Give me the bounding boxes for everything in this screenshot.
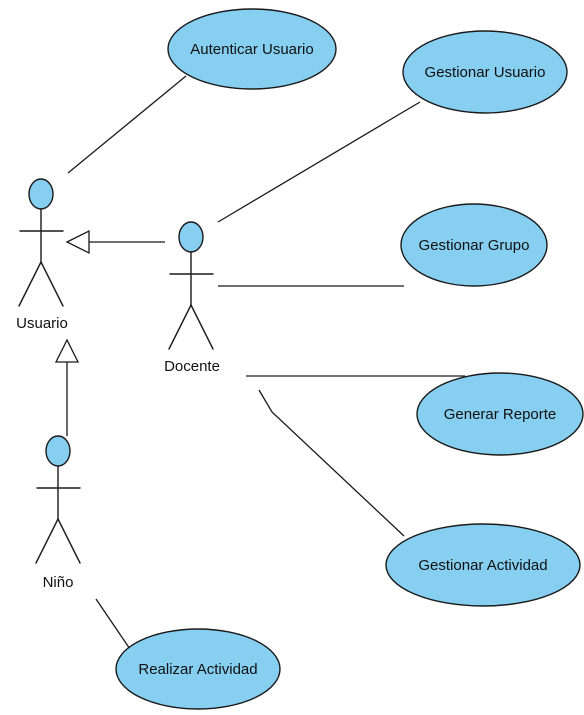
use-case-label: Gestionar Grupo bbox=[419, 237, 530, 254]
assoc-nino-realizar-actividad bbox=[95, 598, 133, 653]
use-case-label: Generar Reporte bbox=[444, 406, 557, 423]
use-case-label: Gestionar Actividad bbox=[418, 557, 547, 574]
actor-nino[interactable]: Niño bbox=[35, 435, 81, 591]
actor-head-icon bbox=[178, 221, 204, 253]
generalization-nino-usuario bbox=[54, 338, 80, 436]
use-case-label: Realizar Actividad bbox=[138, 661, 257, 678]
assoc-docente-gestionar-actividad bbox=[258, 389, 405, 537]
use-case-realizar-actividad[interactable]: Realizar Actividad bbox=[115, 628, 281, 710]
actor-docente[interactable]: Docente bbox=[164, 221, 220, 375]
actor-head-icon bbox=[45, 435, 71, 467]
use-case-gestionar-grupo[interactable]: Gestionar Grupo bbox=[400, 203, 548, 287]
actor-head-icon bbox=[28, 178, 54, 210]
actor-usuario[interactable]: Usuario bbox=[16, 178, 68, 332]
use-case-gestionar-actividad[interactable]: Gestionar Actividad bbox=[385, 523, 581, 607]
use-case-autenticar-usuario[interactable]: Autenticar Usuario bbox=[167, 8, 337, 90]
use-case-label: Gestionar Usuario bbox=[425, 64, 546, 81]
actor-label-docente: Docente bbox=[164, 358, 220, 375]
actor-label-nino: Niño bbox=[43, 574, 74, 591]
use-case-label: Autenticar Usuario bbox=[190, 41, 313, 58]
generalization-docente-usuario bbox=[65, 229, 165, 255]
assoc-docente-gestionar-usuario bbox=[217, 101, 421, 223]
use-case-generar-reporte[interactable]: Generar Reporte bbox=[416, 372, 584, 456]
assoc-usuario-autenticar bbox=[67, 75, 187, 174]
actor-label-usuario: Usuario bbox=[16, 315, 68, 332]
use-case-gestionar-usuario[interactable]: Gestionar Usuario bbox=[402, 30, 568, 114]
